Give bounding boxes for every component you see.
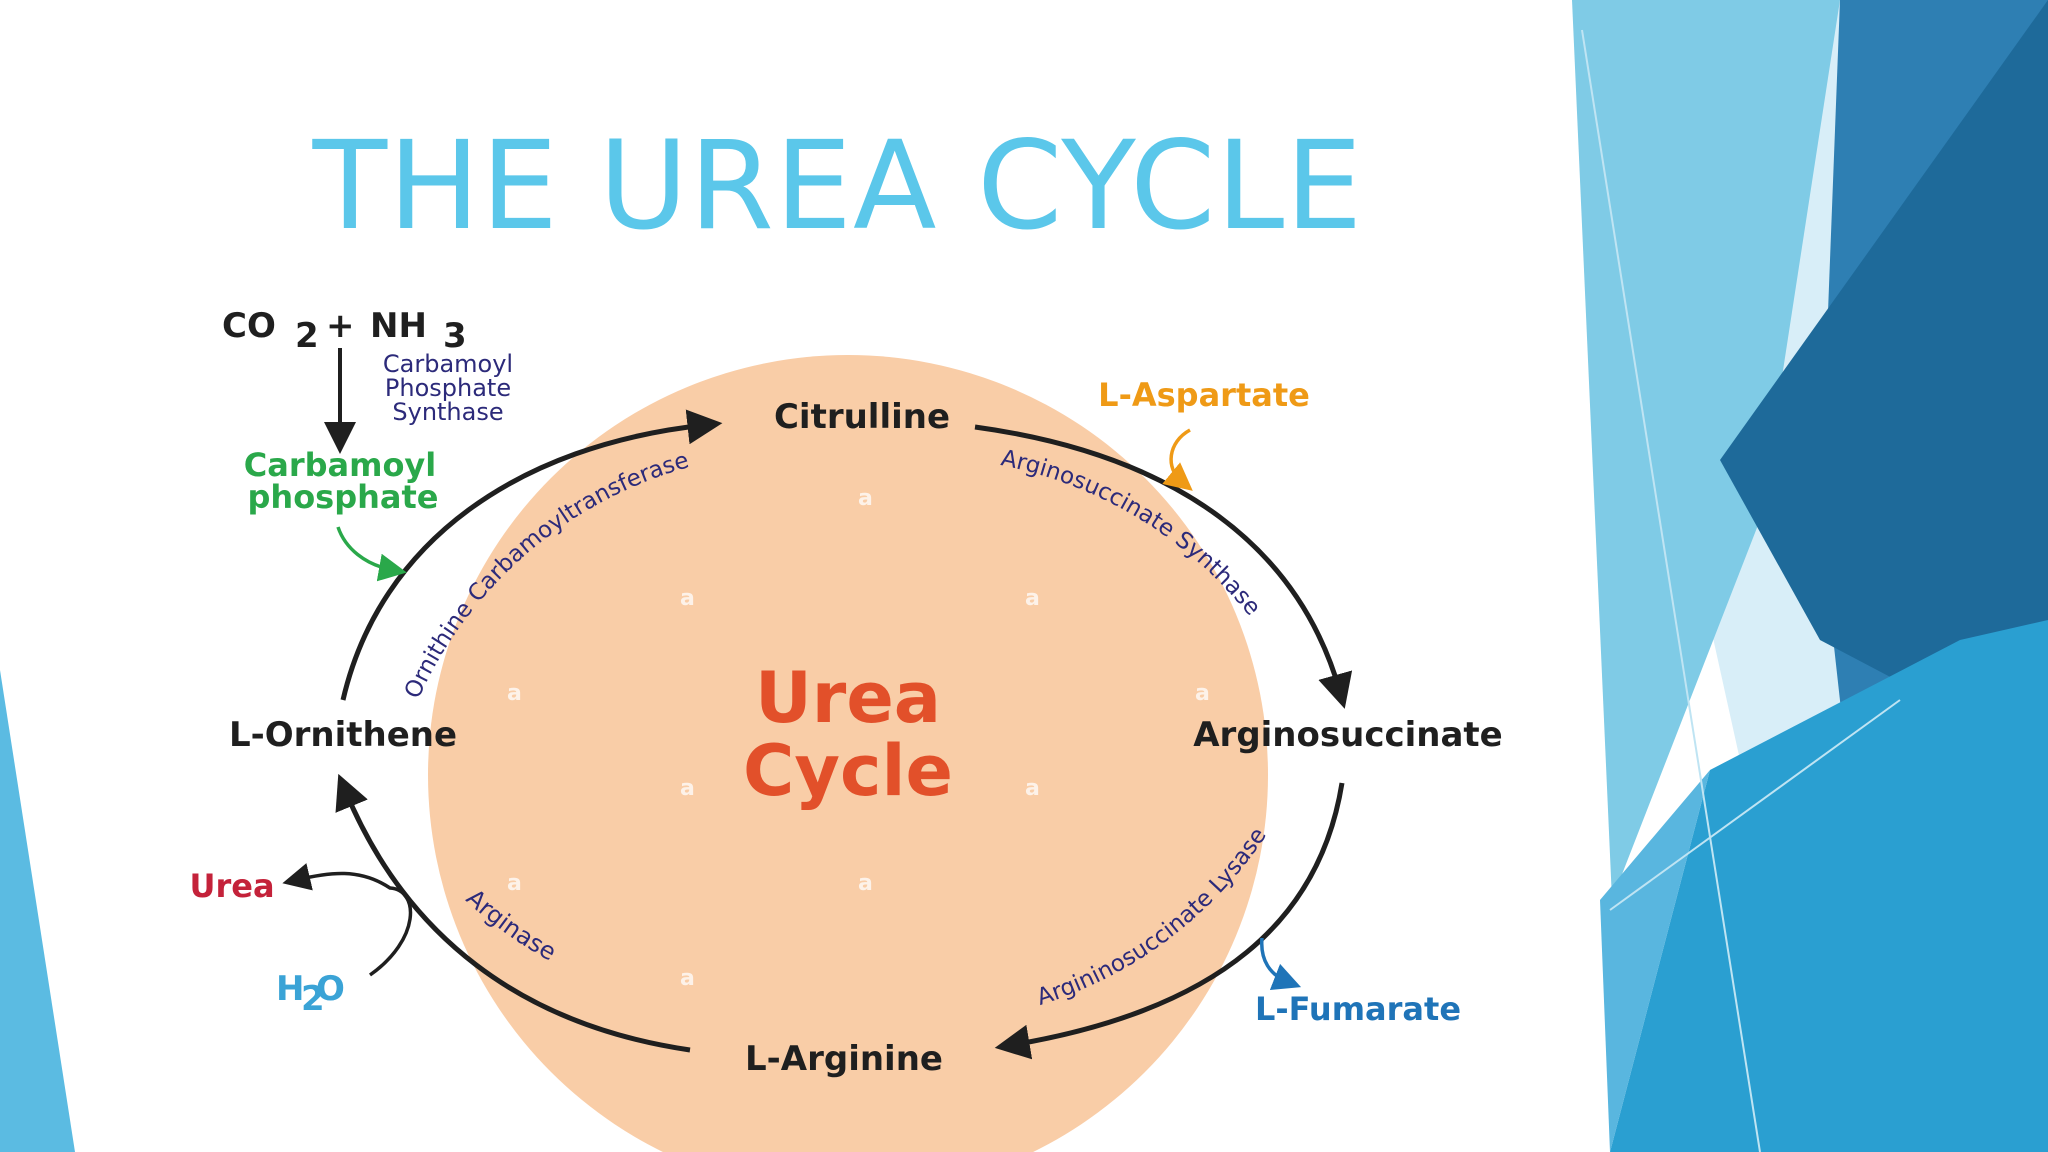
arrow-arginosuccinate-to-arginine [994,782,1345,1060]
reactants-co2-nh3: CO 2 + NH 3 [222,306,467,356]
urea-label: Urea [189,867,274,905]
svg-text:a: a [680,586,695,611]
water-label: H 2 O [276,969,345,1019]
arrow-aspartate-in [1162,428,1193,491]
arrow-citrulline-to-arginosuccinate [974,424,1353,709]
fumarate-label: L-Fumarate [1255,990,1461,1028]
svg-text:a: a [1025,586,1040,611]
svg-text:Synthase: Synthase [392,398,503,426]
svg-text:Carbamoyl: Carbamoyl [244,446,437,484]
node-ornithine: L-Ornithene [229,715,457,755]
slide-title: THE UREA CYCLE [312,115,1364,257]
slide-decoration-right [1572,0,2048,1152]
svg-text:Carbamoyl: Carbamoyl [383,350,513,378]
svg-text:CO: CO [222,306,276,346]
arrow-ornithine-to-citrulline [340,409,723,701]
node-arginosuccinate: Arginosuccinate [1193,715,1503,755]
aspartate-label: L-Aspartate [1098,376,1310,414]
node-citrulline: Citrulline [774,397,950,437]
svg-text:3: 3 [443,316,467,356]
svg-text:H: H [276,969,304,1009]
svg-text:Phosphate: Phosphate [385,374,511,402]
svg-text:a: a [1025,776,1040,801]
svg-text:+: + [326,306,355,346]
carbamoyl-phosphate-label: Carbamoyl phosphate [244,446,439,516]
svg-text:a: a [858,871,873,896]
svg-text:phosphate: phosphate [248,478,439,516]
arrow-arginine-to-ornithine [335,773,691,1053]
node-arginine: L-Arginine [745,1039,943,1079]
slide-decoration-left [0,670,75,1152]
central-circle [428,355,1268,1152]
svg-text:a: a [507,871,522,896]
svg-text:a: a [1195,681,1210,706]
arrow-carbamoyl-phosphate-in [336,526,407,582]
svg-text:NH: NH [370,306,427,346]
svg-text:a: a [507,681,522,706]
arrow-fumarate-out [1260,937,1302,990]
svg-text:a: a [680,966,695,991]
enzyme-label-cps: Carbamoyl Phosphate Synthase [383,350,513,426]
svg-text:a: a [858,486,873,511]
watermark: a a a a a a a a a a [507,486,1210,991]
svg-text:a: a [680,776,695,801]
svg-text:2: 2 [295,316,319,356]
svg-text:2: 2 [301,979,325,1019]
center-label-cycle: Cycle [743,730,953,812]
svg-text:O: O [316,969,345,1009]
center-label-urea: Urea [755,657,941,739]
arrow-water-to-urea [282,863,413,977]
